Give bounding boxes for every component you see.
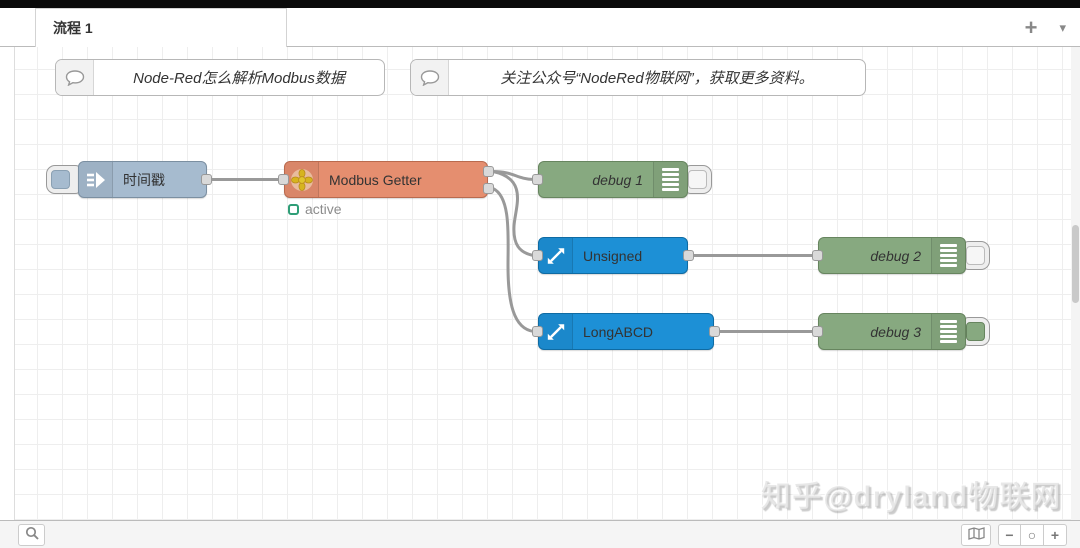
inject-trigger-button[interactable] — [46, 165, 84, 194]
unsigned-input-port[interactable] — [532, 250, 543, 261]
modbus-status: active — [288, 201, 342, 217]
comment-node-2[interactable]: 关注公众号“NodeRed物联网”，获取更多资料。 — [410, 59, 866, 96]
diagonal-resize-icon — [539, 314, 573, 349]
navigator-button[interactable] — [961, 524, 991, 546]
modbus-output-port-2[interactable] — [483, 183, 494, 194]
longabcd-input-port[interactable] — [532, 326, 543, 337]
comment-node-1-label: Node-Red怎么解析Modbus数据 — [133, 70, 345, 87]
tab-flow-1-label: 流程 1 — [53, 20, 93, 36]
inject-output-port[interactable] — [201, 174, 212, 185]
tab-flow-1[interactable]: 流程 1 — [35, 8, 287, 47]
debug-list-icon — [931, 314, 965, 349]
flow-list-dropdown-button[interactable]: ▾ — [1059, 20, 1066, 35]
node-debug-3[interactable]: debug 3 — [818, 313, 966, 350]
node-unsigned[interactable]: Unsigned — [538, 237, 688, 274]
zoom-reset-button[interactable]: ○ — [1021, 524, 1044, 546]
flow-canvas[interactable] — [14, 47, 1072, 520]
scrollbar-thumb[interactable] — [1072, 225, 1079, 303]
speech-bubble-icon — [411, 60, 449, 95]
node-debug-2[interactable]: debug 2 — [818, 237, 966, 274]
node-debug-2-label: debug 2 — [870, 247, 921, 264]
debug2-input-port[interactable] — [812, 250, 823, 261]
unsigned-output-port[interactable] — [683, 250, 694, 261]
node-debug-3-label: debug 3 — [870, 323, 921, 340]
modbus-input-port[interactable] — [278, 174, 289, 185]
modbus-status-text: active — [305, 201, 342, 217]
debug-list-icon — [931, 238, 965, 273]
comment-node-1[interactable]: Node-Red怎么解析Modbus数据 — [55, 59, 385, 96]
node-debug-1[interactable]: debug 1 — [538, 161, 688, 198]
longabcd-output-port[interactable] — [709, 326, 720, 337]
debug1-input-port[interactable] — [532, 174, 543, 185]
vertical-scrollbar[interactable] — [1071, 47, 1080, 520]
top-black-strip — [0, 0, 1080, 8]
status-ring-icon — [288, 203, 299, 215]
node-longabcd-label: LongABCD — [583, 323, 654, 340]
comment-node-2-label: 关注公众号“NodeRed物联网”，获取更多资料。 — [500, 70, 814, 87]
debug3-input-port[interactable] — [812, 326, 823, 337]
zoom-controls: − ○ + — [998, 524, 1067, 546]
modbus-flower-icon — [285, 162, 319, 197]
zoom-in-button[interactable]: + — [1044, 524, 1067, 546]
add-flow-button[interactable]: + — [1024, 14, 1038, 40]
node-unsigned-label: Unsigned — [583, 247, 643, 264]
node-inject-timestamp[interactable]: 时间戳 — [78, 161, 207, 198]
workspace-tab-bar: 流程 1 + ▾ — [0, 8, 1080, 47]
search-icon — [25, 526, 39, 544]
map-icon — [967, 526, 985, 544]
node-modbus-label: Modbus Getter — [329, 171, 422, 188]
zoom-out-button[interactable]: − — [998, 524, 1021, 546]
node-modbus-getter[interactable]: Modbus Getter — [284, 161, 488, 198]
debug-list-icon — [653, 162, 687, 197]
node-inject-label: 时间戳 — [123, 171, 165, 188]
tab-bar-actions: + ▾ — [1025, 8, 1066, 47]
speech-bubble-icon — [56, 60, 94, 95]
search-button[interactable] — [18, 524, 45, 546]
editor-footer: − ○ + — [0, 520, 1080, 548]
modbus-output-port-1[interactable] — [483, 166, 494, 177]
inject-arrow-icon — [79, 162, 113, 197]
node-debug-1-label: debug 1 — [592, 171, 643, 188]
node-longabcd[interactable]: LongABCD — [538, 313, 714, 350]
diagonal-resize-icon — [539, 238, 573, 273]
watermark-text: 知乎@dryland物联网 — [761, 481, 1062, 514]
